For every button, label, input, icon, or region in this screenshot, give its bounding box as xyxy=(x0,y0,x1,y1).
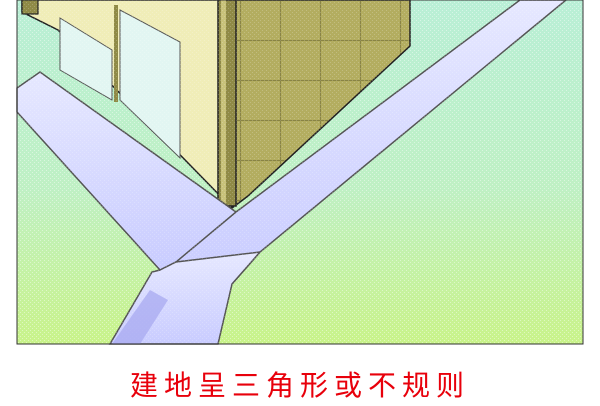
caption: 建地呈三角形或不规则 xyxy=(129,369,470,402)
path-dither xyxy=(17,0,583,344)
path-shade xyxy=(112,290,168,344)
frame-border xyxy=(16,0,584,345)
